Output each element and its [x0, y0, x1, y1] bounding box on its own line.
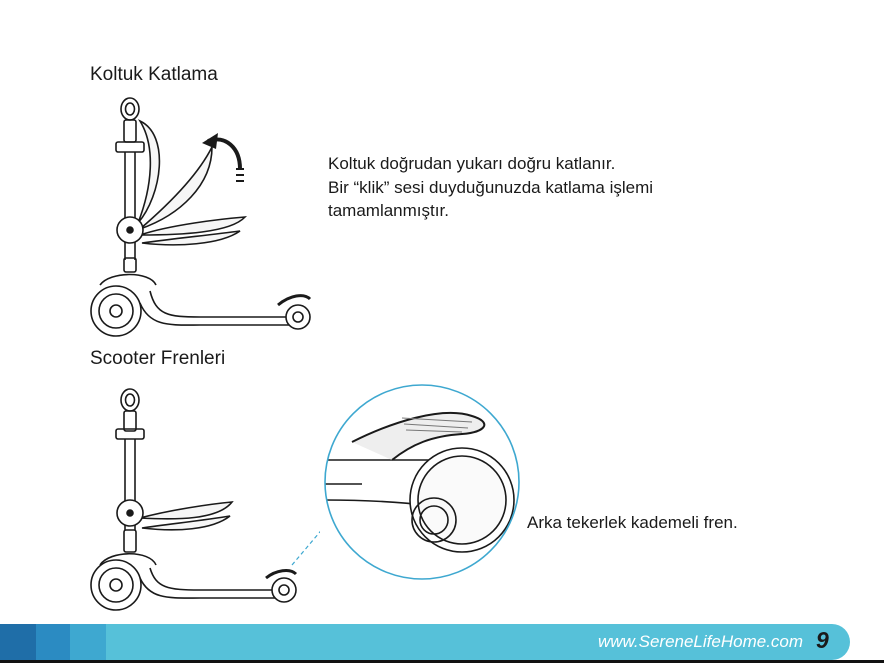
seat-folding-illustration — [80, 95, 320, 340]
scooter-brakes-heading: Scooter Frenleri — [90, 348, 225, 370]
instruction-line: Koltuk doğrudan yukarı doğru katlanır. — [328, 152, 768, 176]
footer-accent-block — [70, 624, 106, 660]
brake-description: Arka tekerlek kademeli fren. — [527, 513, 738, 533]
page-footer: www.SereneLifeHome.com 9 — [0, 624, 884, 663]
footer-accent-block — [36, 624, 70, 660]
website-url[interactable]: www.SereneLifeHome.com — [598, 632, 803, 652]
instruction-line: tamamlanmıştır. — [328, 199, 768, 223]
rear-brake-detail — [322, 382, 522, 582]
seat-folding-heading: Koltuk Katlama — [90, 64, 218, 86]
footer-accent-block — [0, 624, 36, 660]
seat-folding-instructions: Koltuk doğrudan yukarı doğru katlanır. B… — [328, 152, 768, 223]
scooter-brakes-illustration — [80, 380, 320, 612]
page-number: 9 — [816, 627, 829, 654]
instruction-line: Bir “klik” sesi duyduğunuzda katlama işl… — [328, 176, 768, 200]
